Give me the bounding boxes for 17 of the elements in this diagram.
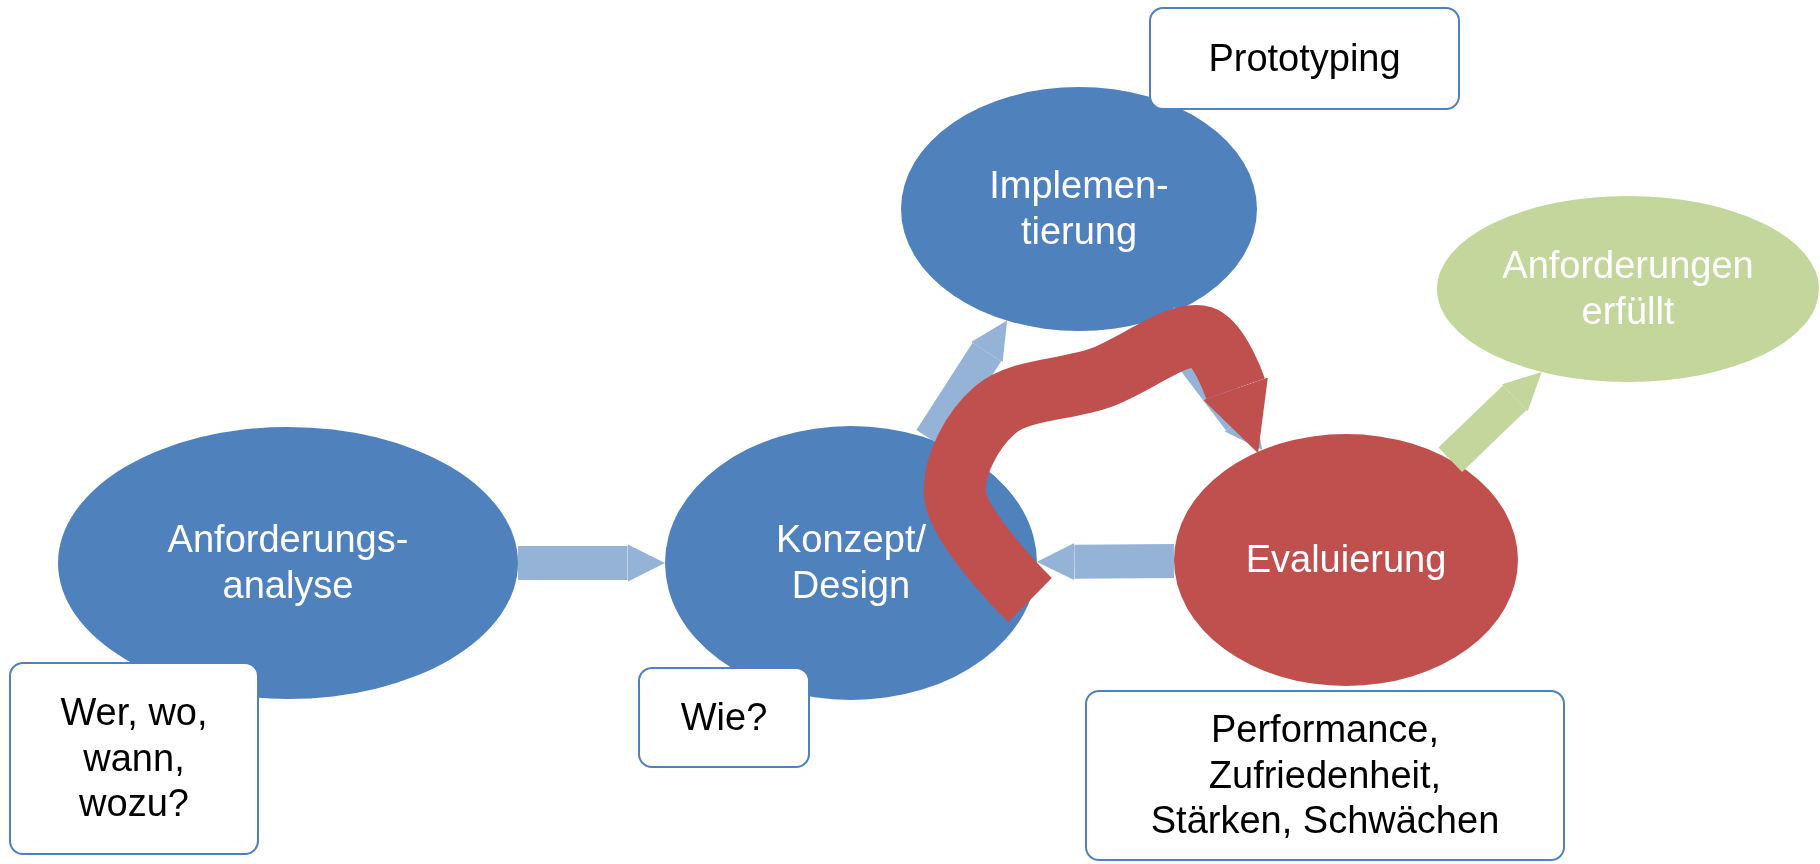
block-arrow (1438, 371, 1542, 473)
node-label: Evaluierung (1244, 537, 1448, 583)
block-arrow (1037, 542, 1175, 581)
block-arrow (923, 305, 1268, 622)
node-label: Anforderungs- analyse (166, 517, 410, 608)
node-label: Implemen- tierung (988, 163, 1170, 254)
note-box (1149, 7, 1460, 110)
note-box (1085, 690, 1565, 861)
note-box (9, 662, 259, 855)
node-label: Wie? (679, 694, 769, 740)
node-label: Anforderungen erfüllt (1501, 243, 1755, 334)
node-label: Wer, wo, wann, wozu? (59, 690, 209, 827)
node-label: Konzept/ Design (775, 517, 927, 608)
block-arrow (518, 544, 665, 582)
node-label: Prototyping (1207, 35, 1402, 81)
note-box (638, 667, 810, 768)
node-label: Performance, Zufriedenheit, Stärken, Schwächen (1149, 707, 1501, 844)
